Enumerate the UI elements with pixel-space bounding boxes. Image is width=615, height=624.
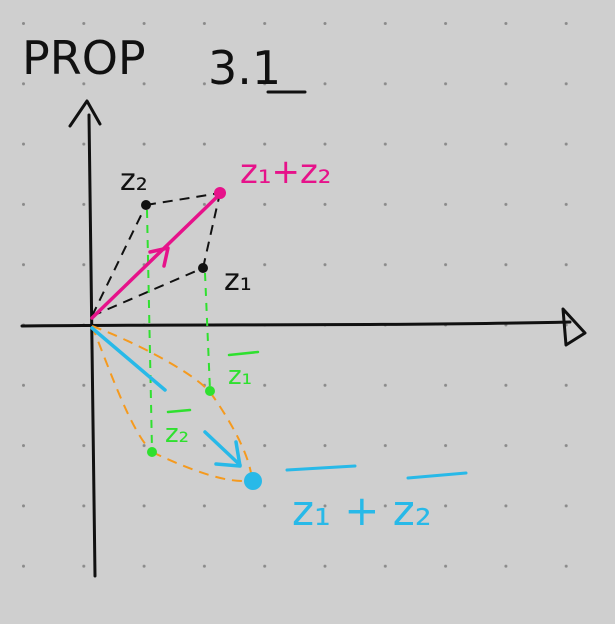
point-z2 (141, 200, 151, 210)
label-z2-conjugate-bar (166, 408, 192, 414)
conjugate-sum-arrowhead (214, 440, 242, 468)
point-z1 (198, 263, 208, 273)
y-axis (87, 113, 97, 578)
label-sum: z₁+z₂ (240, 152, 331, 192)
title-number: 3.1 (208, 41, 281, 95)
x-axis (20, 320, 572, 328)
conjugate-sum-vector-end (203, 430, 242, 467)
point-z1-conjugate (205, 386, 215, 396)
point-sum (214, 187, 226, 199)
point-conjugate-sum (244, 472, 262, 490)
label-z1: z₁ (224, 263, 252, 298)
x-axis-arrowhead (561, 307, 587, 347)
projection-lines (146, 209, 211, 451)
point-z2-conjugate (147, 447, 157, 457)
conjugate-sum-vector-start (90, 326, 167, 392)
title-word: PROP (22, 31, 146, 85)
label-z2-conjugate: z₂ (165, 419, 189, 449)
sum-vector-arrowhead (148, 246, 170, 268)
label-z1-conjugate-bar (227, 350, 260, 357)
y-axis-arrowhead (68, 99, 102, 128)
sum-vector (90, 192, 222, 320)
label-conjugate-sum: z₁ + z₂ (292, 486, 432, 535)
label-z1-conjugate: z₁ (228, 361, 252, 391)
parallelogram-z1-z2 (91, 192, 221, 317)
label-z2: z₂ (120, 163, 148, 198)
parallelogram-conjugates (91, 325, 253, 482)
label-conjugate-sum-bar-2 (406, 471, 468, 480)
label-conjugate-sum-bar-1 (285, 464, 357, 472)
